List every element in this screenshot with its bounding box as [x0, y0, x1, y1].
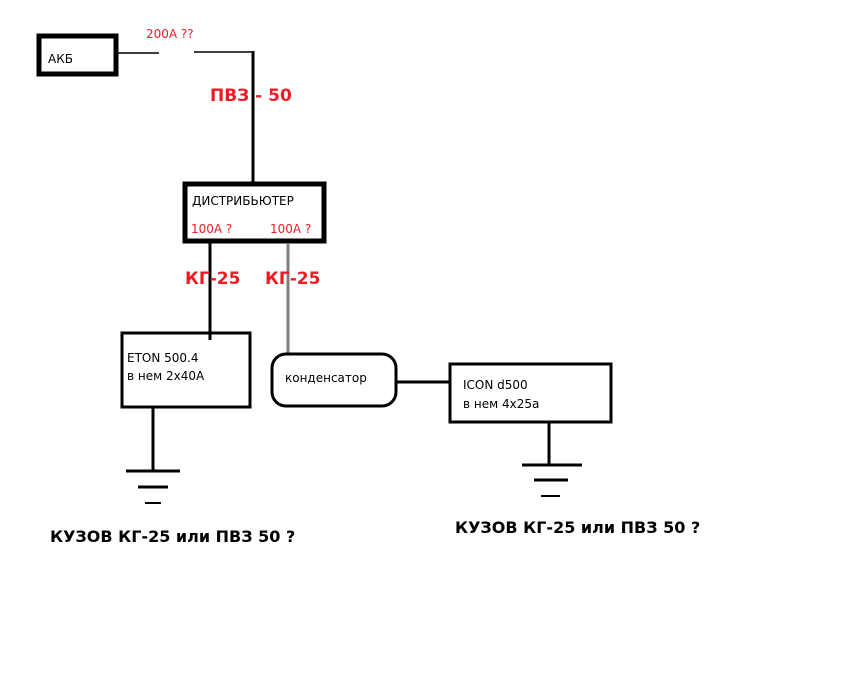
distributor-fuse-left: 100А ? — [191, 222, 232, 236]
amp2-fuses: в нем 4х25а — [463, 397, 539, 411]
battery-label: АКБ — [48, 52, 73, 66]
capacitor-label: конденсатор — [285, 371, 367, 385]
capacitor-box: конденсатор — [270, 352, 398, 408]
wire-left-label: КГ-25 — [185, 269, 240, 289]
distributor-box: ДИСТРИБЬЮТЕР 100А ? 100А ? — [182, 181, 327, 244]
ground-icon — [126, 408, 180, 504]
battery-box: АКБ — [36, 33, 119, 77]
main-fuse-label: 200А ?? — [146, 27, 194, 41]
main-wire-label: ПВЗ - 50 — [210, 86, 292, 106]
ground-left-label: КУЗОВ КГ-25 или ПВЗ 50 ? — [50, 527, 295, 546]
amp1-fuses: в нем 2х40А — [127, 369, 205, 383]
amplifier-eton-box: ETON 500.4 в нем 2х40А — [120, 331, 252, 409]
amp2-model: ICON d500 — [463, 378, 528, 392]
distributor-label: ДИСТРИБЬЮТЕР — [192, 194, 294, 208]
amplifier-icon-box: ICON d500 в нем 4х25а — [448, 362, 613, 424]
distributor-fuse-right: 100А ? — [270, 222, 311, 236]
ground-icon — [522, 423, 582, 497]
amp1-model: ETON 500.4 — [127, 351, 199, 365]
ground-right-label: КУЗОВ КГ-25 или ПВЗ 50 ? — [455, 518, 700, 537]
wire-right-label: КГ-25 — [265, 269, 320, 289]
